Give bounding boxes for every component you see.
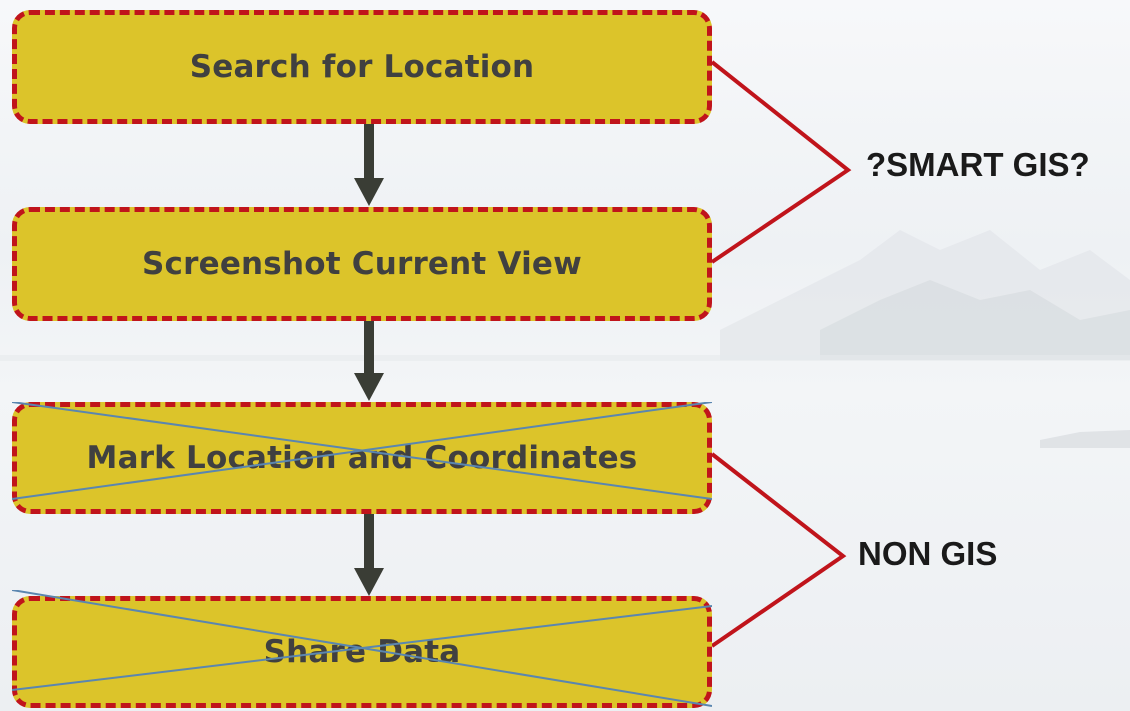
arrow-down-1	[354, 124, 384, 206]
cross-out-mark-location	[12, 402, 712, 500]
arrow-down-3	[354, 514, 384, 596]
step-label: Screenshot Current View	[142, 246, 582, 282]
cross-out-share-data	[12, 590, 712, 707]
step-mark-location-and-coordinates: Mark Location and Coordinates	[12, 402, 712, 514]
smart-gis-label: ?SMART GIS?	[866, 146, 1090, 183]
step-search-for-location: Search for Location	[12, 10, 712, 124]
step-label: Mark Location and Coordinates	[86, 440, 638, 476]
step-share-data: Share Data	[12, 596, 712, 708]
step-screenshot-current-view: Screenshot Current View	[12, 207, 712, 321]
non-gis-label: NON GIS	[858, 535, 998, 572]
step-label: Search for Location	[189, 49, 535, 85]
arrow-down-2	[354, 321, 384, 401]
